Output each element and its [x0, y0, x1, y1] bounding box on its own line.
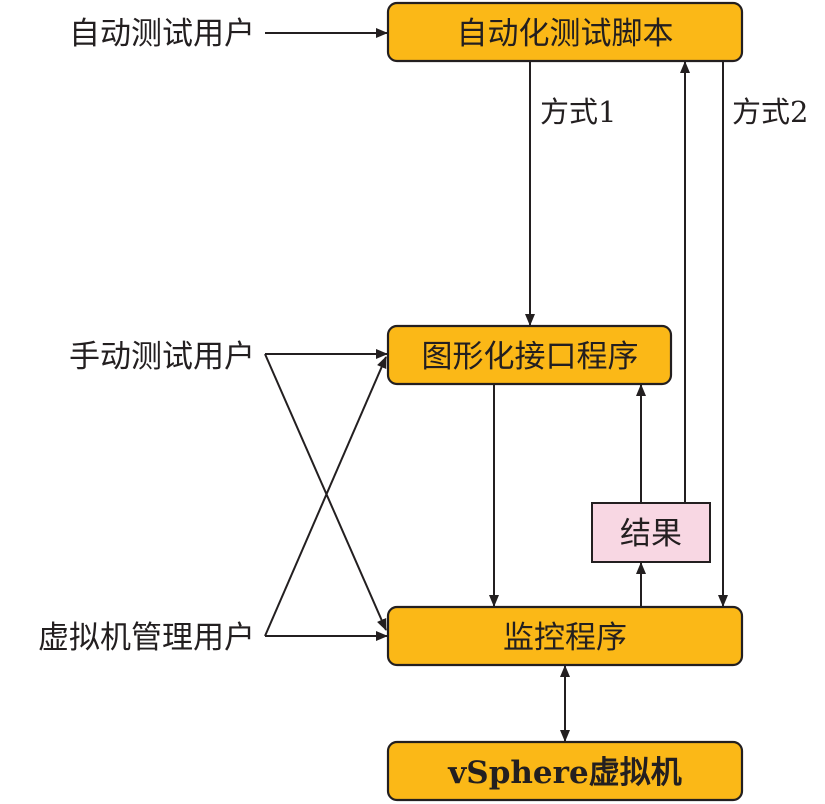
- node-label: 监控程序: [503, 620, 627, 656]
- node-label: vSphere虚拟机: [447, 755, 681, 791]
- node-label: 结果: [620, 516, 682, 552]
- edge-admin-user-to-gui: [264, 356, 387, 637]
- edge-label-mode2: 方式2: [732, 95, 808, 129]
- actor-vm-admin-user: 虚拟机管理用户: [38, 620, 255, 656]
- edge-label-mode1: 方式1: [540, 95, 616, 129]
- node-box: [386, 1, 744, 63]
- node-box: [386, 740, 744, 802]
- edge-manual-user-to-monitor: [264, 353, 387, 631]
- node-gui-program: 图形化接口程序: [386, 324, 673, 386]
- node-label: 图形化接口程序: [422, 339, 639, 375]
- node-vsphere-vm: vSphere虚拟机: [386, 740, 744, 802]
- node-box: [386, 324, 673, 386]
- node-label: 自动化测试脚本: [457, 16, 674, 52]
- actor-manual-test-user: 手动测试用户: [69, 339, 255, 375]
- actor-auto-test-user: 自动测试用户: [69, 16, 255, 52]
- node-box: [591, 502, 711, 563]
- node-auto-test-script: 自动化测试脚本: [386, 1, 744, 63]
- node-monitor-program: 监控程序: [386, 605, 744, 667]
- node-result: 结果: [591, 502, 711, 563]
